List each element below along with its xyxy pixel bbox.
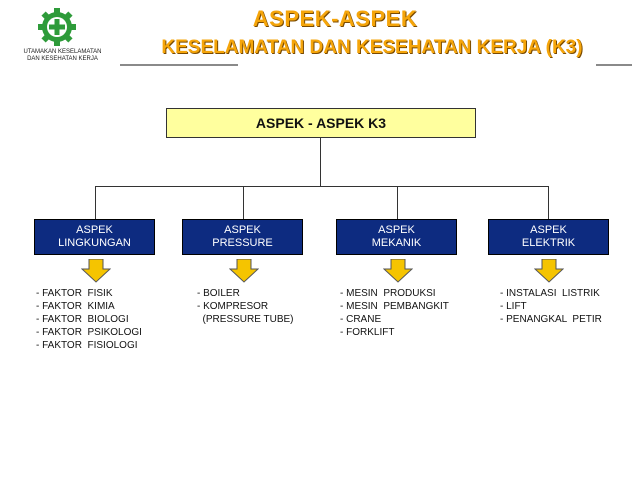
page-title: ASPEK-ASPEK [252,6,418,31]
connector-root-stem [320,138,321,186]
list-item: - FAKTOR FISIOLOGI [36,340,138,351]
category-label: PRESSURE [212,237,273,249]
list-item: - LIFT [500,301,527,312]
category-label: LINGKUNGAN [58,237,131,249]
down-arrow-icon [383,259,413,283]
list-item: - PENANGKAL PETIR [500,314,602,325]
items-list-lingkungan: - FAKTOR FISIK - FAKTOR KIMIA - FAKTOR B… [36,287,142,352]
list-item: - MESIN PRODUKSI [340,288,436,299]
logo-caption-line: UTAMAKAN KESELAMATAN [23,49,102,55]
category-label: ASPEK [76,224,113,236]
list-item: - INSTALASI LISTRIK [500,288,600,299]
connector-drop-lingkungan [95,186,96,219]
down-arrow-icon [534,259,564,283]
category-label: ELEKTRIK [521,237,576,249]
k3-logo: UTAMAKAN KESELAMATAN DAN KESEHATAN KERJA [10,6,115,66]
list-item: - MESIN PEMBANGKIT [340,301,449,312]
list-item: - CRANE [340,314,382,325]
logo-caption-line: DAN KESEHATAN KERJA [27,56,98,62]
diagram-root-box: ASPEK - ASPEK K3 [166,108,476,138]
items-list-pressure: - BOILER - KOMPRESOR (PRESSURE TUBE) [197,287,294,326]
page-subtitle: KESELAMATAN DAN KESEHATAN KERJA (K3) [161,37,583,58]
list-item: - FORKLIFT [340,327,395,338]
connector-horizontal [95,186,549,187]
category-label: MEKANIK [371,237,422,249]
category-box-lingkungan: ASPEK LINGKUNGAN [34,219,155,255]
diagram-root-label: ASPEK - ASPEK K3 [255,115,387,131]
title-divider [120,64,238,66]
category-label: ASPEK [378,224,415,236]
list-item: - FAKTOR BIOLOGI [36,314,129,325]
category-box-elektrik: ASPEK ELEKTRIK [488,219,609,255]
connector-drop-elektrik [548,186,549,219]
list-item: - BOILER [197,288,240,299]
connector-drop-pressure [243,186,244,219]
category-box-mekanik: ASPEK MEKANIK [336,219,457,255]
title-divider [596,64,632,66]
list-item: (PRESSURE TUBE) [197,314,294,325]
category-box-pressure: ASPEK PRESSURE [182,219,303,255]
list-item: - FAKTOR PSIKOLOGI [36,327,142,338]
connector-drop-mekanik [397,186,398,219]
logo-caption: UTAMAKAN KESELAMATAN DAN KESEHATAN KERJA [10,49,115,63]
list-item: - FAKTOR KIMIA [36,301,115,312]
items-list-elektrik: - INSTALASI LISTRIK - LIFT - PENANGKAL P… [500,287,602,326]
k3-gear-cross-icon [38,8,76,46]
list-item: - FAKTOR FISIK [36,288,113,299]
category-label: ASPEK [224,224,261,236]
list-item: - KOMPRESOR [197,301,269,312]
down-arrow-icon [81,259,111,283]
category-label: ASPEK [530,224,567,236]
down-arrow-icon [229,259,259,283]
items-list-mekanik: - MESIN PRODUKSI - MESIN PEMBANGKIT - CR… [340,287,449,339]
